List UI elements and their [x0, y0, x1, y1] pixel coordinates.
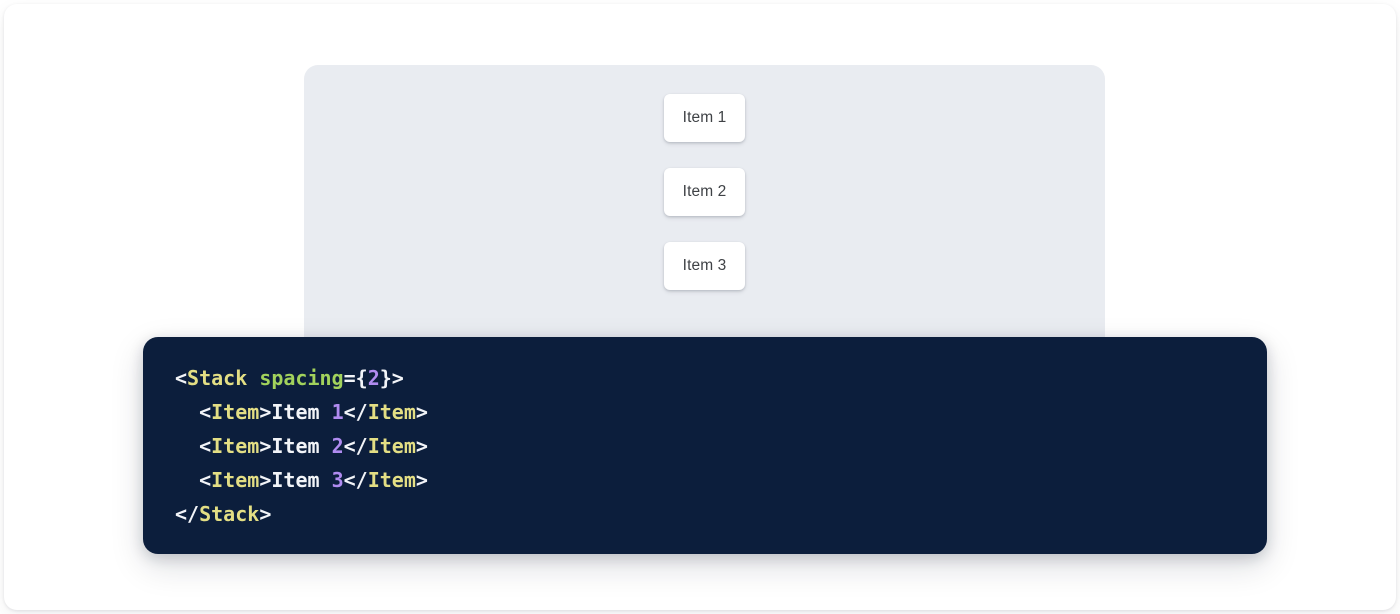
- code-token-tag: Stack: [187, 366, 248, 390]
- code-token-punct: >: [259, 400, 272, 424]
- code-token-text: Item: [271, 434, 332, 458]
- code-token-text: Item: [271, 468, 332, 492]
- stack-container: Item 1 Item 2 Item 3: [304, 94, 1105, 290]
- stack-item-label: Item 1: [682, 109, 727, 126]
- code-token-tag: Item: [367, 400, 416, 424]
- stack-item[interactable]: Item 1: [664, 94, 745, 142]
- stack-item-label: Item 3: [682, 257, 727, 274]
- code-indent: [175, 400, 199, 424]
- code-token-num: 3: [331, 468, 344, 492]
- code-token-punct: >: [415, 400, 428, 424]
- code-line: <Item>Item 2</Item>: [175, 429, 1235, 463]
- code-token-punct: >: [415, 434, 428, 458]
- code-token-tag: Item: [211, 434, 260, 458]
- code-token-punct: >: [415, 468, 428, 492]
- code-token-tag: Item: [211, 400, 260, 424]
- code-token-punct: <: [199, 468, 212, 492]
- code-line: <Item>Item 1</Item>: [175, 395, 1235, 429]
- code-token-punct: </: [343, 468, 368, 492]
- code-token-punct: [247, 366, 259, 390]
- code-token-punct: >: [259, 434, 272, 458]
- code-token-punct: }>: [379, 366, 404, 390]
- code-token-punct: <: [199, 434, 212, 458]
- code-token-punct: >: [259, 468, 272, 492]
- code-token-num: 1: [331, 400, 344, 424]
- code-snippet-content: <Stack spacing={2}> <Item>Item 1</Item> …: [175, 361, 1235, 531]
- code-token-tag: Item: [211, 468, 260, 492]
- stack-item-label: Item 2: [682, 183, 727, 200]
- code-line: <Stack spacing={2}>: [175, 361, 1235, 395]
- code-token-punct: ={: [343, 366, 368, 390]
- code-line: </Stack>: [175, 497, 1235, 531]
- code-token-attr: spacing: [259, 366, 344, 390]
- component-preview-panel: Item 1 Item 2 Item 3: [304, 65, 1105, 365]
- code-token-tag: Stack: [199, 502, 260, 526]
- code-indent: [175, 468, 199, 492]
- code-token-tag: Item: [367, 468, 416, 492]
- code-token-text: Item: [271, 400, 332, 424]
- code-token-punct: </: [175, 502, 200, 526]
- code-token-punct: >: [259, 502, 272, 526]
- stack-item[interactable]: Item 2: [664, 168, 745, 216]
- code-line: <Item>Item 3</Item>: [175, 463, 1235, 497]
- stack-item[interactable]: Item 3: [664, 242, 745, 290]
- code-token-num: 2: [367, 366, 380, 390]
- code-token-punct: <: [199, 400, 212, 424]
- code-token-tag: Item: [367, 434, 416, 458]
- code-token-punct: <: [175, 366, 188, 390]
- code-token-punct: </: [343, 434, 368, 458]
- code-snippet-block: <Stack spacing={2}> <Item>Item 1</Item> …: [143, 337, 1267, 554]
- code-indent: [175, 434, 199, 458]
- code-token-num: 2: [331, 434, 344, 458]
- code-token-punct: </: [343, 400, 368, 424]
